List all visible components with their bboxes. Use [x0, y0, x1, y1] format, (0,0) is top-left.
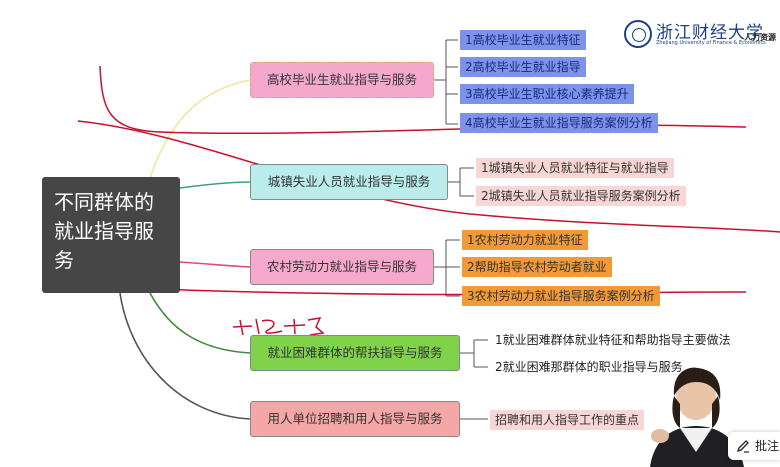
subtopic[interactable]: 2就业困难那群体的职业指导与服务	[495, 360, 683, 374]
university-logo: 浙江财经大学 Zhejiang University of Finance & …	[624, 18, 780, 52]
topic-employers[interactable]: 用人单位招聘和用人指导与服务	[250, 401, 460, 437]
subtopic[interactable]: 2城镇失业人员就业指导服务案例分析	[476, 186, 686, 206]
topic-urban-unemployed[interactable]: 城镇失业人员就业指导与服务	[250, 164, 448, 200]
subtopic[interactable]: 3高校毕业生职业核心素养提升	[460, 84, 634, 104]
subtopic[interactable]: 招聘和用人指导工作的重点	[490, 410, 645, 430]
sub-lines-1	[434, 39, 458, 125]
logo-name-cn: 浙江财经大学	[656, 23, 764, 43]
subtopic[interactable]: 3农村劳动力就业指导服务案例分析	[462, 286, 660, 306]
branch-line-4	[149, 292, 251, 354]
sub-lines-3	[434, 239, 460, 297]
topic-label: 农村劳动力就业指导与服务	[266, 259, 417, 274]
topic-label: 城镇失业人员就业指导与服务	[267, 174, 431, 189]
branch-line-2	[179, 181, 251, 189]
logo-name-en: Zhejiang University of Finance & Economi…	[656, 40, 766, 46]
branch-line-1	[149, 79, 251, 179]
subtopic[interactable]: 1城镇失业人员就业特征与就业指导	[476, 158, 674, 178]
ink-handwriting	[232, 317, 325, 336]
subtopic[interactable]: 1高校毕业生就业特征	[460, 30, 586, 50]
annotate-button[interactable]: 批注	[728, 432, 780, 460]
topic-disadvantaged-groups[interactable]: 就业困难群体的帮扶指导与服务	[250, 335, 460, 371]
topic-graduates[interactable]: 高校毕业生就业指导与服务	[250, 62, 434, 98]
pen-icon	[736, 440, 749, 453]
sub-lines-4	[460, 339, 488, 368]
subtopic[interactable]: 1就业困难群体就业特征和帮助指导主要做法	[495, 333, 731, 347]
topic-label: 就业困难群体的帮扶指导与服务	[267, 345, 443, 360]
subtopic[interactable]: 2高校毕业生就业指导	[460, 57, 586, 77]
seal-icon	[624, 20, 652, 48]
ink-stroke-2	[77, 120, 780, 233]
subtopic[interactable]: 2帮助指导农村劳动者就业	[462, 257, 612, 277]
subtopic[interactable]: 4高校毕业生就业指导服务案例分析	[460, 113, 658, 133]
branch-line-3	[179, 261, 251, 268]
subtopic[interactable]: 1农村劳动力就业特征	[462, 230, 588, 250]
topic-label: 用人单位招聘和用人指导与服务	[267, 411, 443, 426]
annotate-label: 批注	[755, 439, 780, 453]
sub-lines-2	[448, 167, 474, 197]
topic-label: 高校毕业生就业指导与服务	[266, 72, 417, 87]
root-title: 不同群体的就业指导服务	[54, 190, 154, 272]
branch-line-5	[119, 292, 251, 420]
presenter-video	[650, 367, 744, 467]
root-topic[interactable]: 不同群体的就业指导服务	[42, 177, 180, 293]
logo-dept: 人力资源	[744, 33, 776, 42]
topic-rural-labor[interactable]: 农村劳动力就业指导与服务	[250, 249, 434, 285]
